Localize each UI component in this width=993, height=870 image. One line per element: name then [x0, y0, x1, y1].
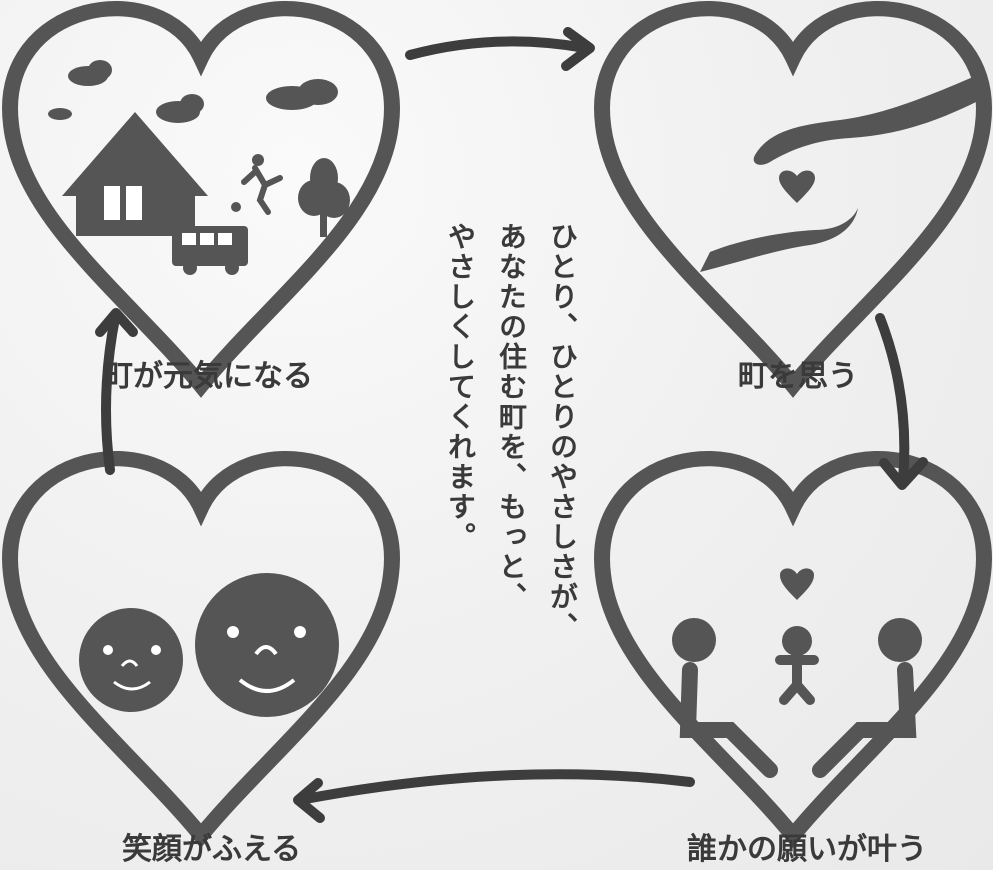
stage-label-smiles-increase: 笑顔がふえる [122, 832, 302, 867]
house-icon [62, 112, 208, 236]
town-scene-icon [48, 60, 350, 275]
stage-label-think-of-town: 町を思う [738, 359, 858, 394]
tree-icon [298, 158, 350, 237]
heart-small-icon [779, 170, 815, 203]
bus-icon [172, 226, 248, 275]
smiling-faces-icon [79, 573, 339, 717]
caring-hands-icon [700, 74, 980, 272]
center-message: ひとり、ひとりのやさしさが、 あなたの住む町を、もっと、 やさしくしてくれます。 [418, 222, 588, 662]
center-message-line: やさしくしてくれます。 [444, 222, 477, 552]
arrow-top [405, 27, 595, 71]
cloud-icon [48, 60, 338, 123]
arrow-right [875, 313, 928, 490]
center-message-line: あなたの住む町を、もっと、 [495, 222, 528, 612]
center-message-line: ひとり、ひとりのやさしさが、 [546, 222, 579, 642]
person-running-icon [231, 154, 283, 215]
family-icon [672, 568, 922, 778]
arrow-bottom [293, 769, 695, 823]
arrow-left [95, 308, 138, 475]
stage-label-wish-granted: 誰かの願いが叶う [687, 832, 927, 867]
stage-label-town-energized: 町が元気になる [103, 359, 313, 394]
heart-small-icon [780, 568, 814, 600]
